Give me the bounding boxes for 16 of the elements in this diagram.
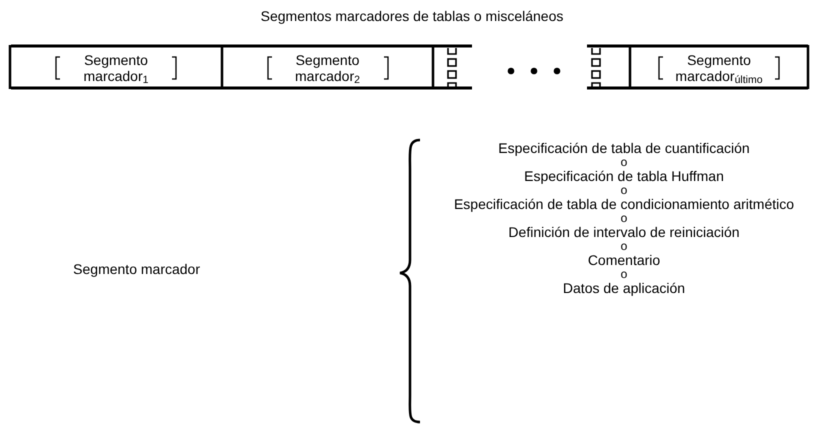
option-text: Especificación de tabla de cuantificación — [498, 140, 750, 157]
segment-label: Segmento marcador$_{último}$ — [674, 52, 764, 84]
connector-word: o — [620, 269, 628, 280]
connector-word: o — [620, 185, 628, 196]
connector-word: o — [620, 213, 628, 224]
option-text: Especificación de tabla Huffman — [524, 168, 724, 185]
diagram-title: Segmentos marcadores de tablas o misceláneos — [260, 9, 564, 23]
segment-label: Segmento marcador$_{1}$ — [82, 52, 150, 84]
option-text: Comentario — [588, 252, 660, 269]
option-text: Definición de intervalo de reiniciación — [508, 224, 740, 241]
option-text: Datos de aplicación — [562, 280, 686, 297]
brace-label: Segmento marcador — [40, 262, 200, 276]
segment-label: Segmento marcador$_{2}$ — [294, 52, 361, 84]
connector-word: o — [620, 241, 628, 252]
connector-word: o — [620, 157, 628, 168]
option-text: Especificación de tabla de condicionamiento aritmético — [454, 196, 794, 213]
